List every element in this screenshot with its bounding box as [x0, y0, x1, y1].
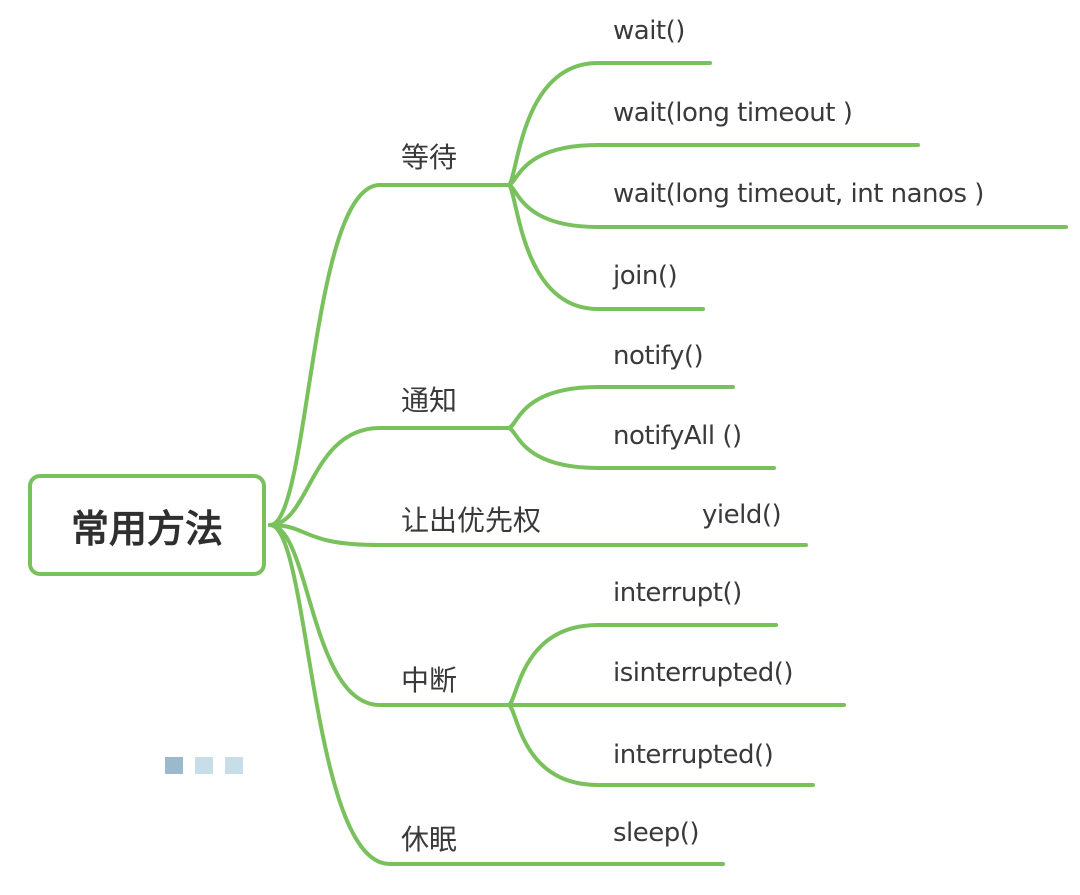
leaf-line: [506, 385, 735, 430]
leaf-line: [506, 426, 776, 470]
branch-line: [268, 183, 510, 527]
leaf-label: yield(): [702, 500, 782, 530]
leaf-label: join(): [613, 261, 678, 291]
leaf-label: wait(): [613, 16, 685, 46]
root-label: 常用方法: [70, 506, 223, 551]
leaf-label: wait(long timeout ): [613, 98, 853, 128]
leaf-label: sleep(): [613, 818, 700, 848]
watermark-block: [195, 757, 213, 774]
branch-line: [268, 523, 725, 866]
branch-label-notify: 通知: [401, 384, 458, 417]
branch-label-interrupt: 中断: [401, 664, 458, 697]
branch-label-wait: 等待: [401, 141, 458, 174]
leaf-line: [506, 183, 705, 311]
branch-label-sleep: 休眠: [401, 823, 458, 856]
leaf-line: [506, 61, 712, 187]
leaf-line: [506, 703, 815, 787]
branch-line: [268, 426, 510, 527]
branch-line: [268, 523, 510, 707]
branch-label-yield: 让出优先权: [401, 504, 542, 537]
root-node[interactable]: 常用方法: [28, 474, 266, 576]
watermark-block: [225, 757, 243, 774]
leaf-label: wait(long timeout, int nanos ): [613, 179, 984, 209]
leaf-line: [506, 143, 920, 187]
watermark-block: [165, 757, 183, 774]
leaf-label: interrupt(): [613, 578, 742, 608]
watermark: [165, 757, 243, 774]
leaf-label: interrupted(): [613, 740, 774, 770]
branch-line: [268, 523, 808, 547]
leaf-label: isinterrupted(): [613, 658, 794, 688]
leaf-line: [506, 623, 778, 707]
leaf-label: notifyAll (): [613, 421, 742, 451]
leaf-label: notify(): [613, 341, 704, 371]
